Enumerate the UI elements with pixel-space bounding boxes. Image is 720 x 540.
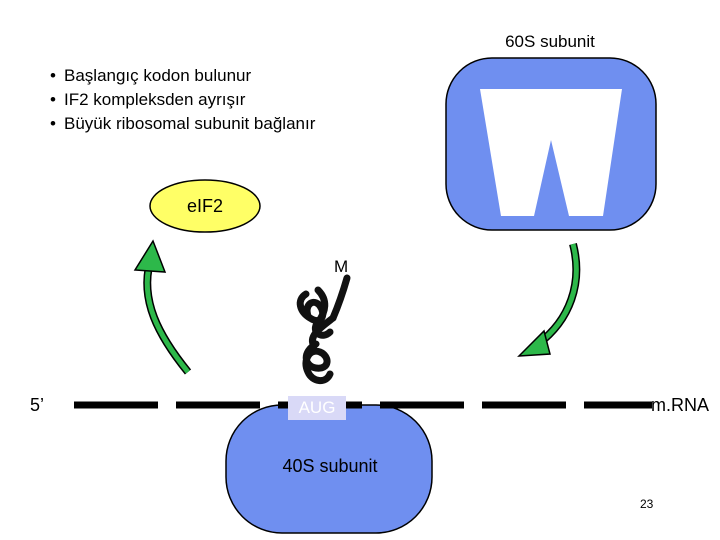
label-five-prime: 5’	[30, 395, 45, 415]
eif2-ellipse	[149, 179, 261, 233]
step-item: •Büyük ribosomal subunit bağlanır	[50, 114, 316, 133]
label-60s-subunit: 60S subunit	[505, 32, 595, 51]
step-item: •IF2 kompleksden ayrışır	[50, 90, 246, 109]
label-eif2: eIF2	[186, 196, 224, 216]
label-40s-subunit: 40S subunit	[282, 456, 378, 476]
subunit-join-arrow-body	[536, 243, 579, 346]
page-number: 23	[640, 497, 654, 511]
large-subunit-tunnel	[480, 89, 622, 216]
step-item: •Başlangıç kodon bulunur	[50, 66, 252, 85]
subunit-join-arrowhead	[517, 329, 551, 357]
initiator-trna-icon	[296, 274, 351, 384]
large-subunit-60s	[445, 57, 657, 231]
label-mrna: m.RNA	[651, 395, 709, 415]
label-start-codon: AUG	[288, 396, 346, 420]
label-methionine: M	[334, 257, 349, 276]
eif2-release-arrow-body	[144, 261, 190, 374]
step-list: •Başlangıç kodon bulunur •IF2 kompleksde…	[50, 64, 315, 136]
eif2-release-arrowhead	[133, 239, 167, 273]
